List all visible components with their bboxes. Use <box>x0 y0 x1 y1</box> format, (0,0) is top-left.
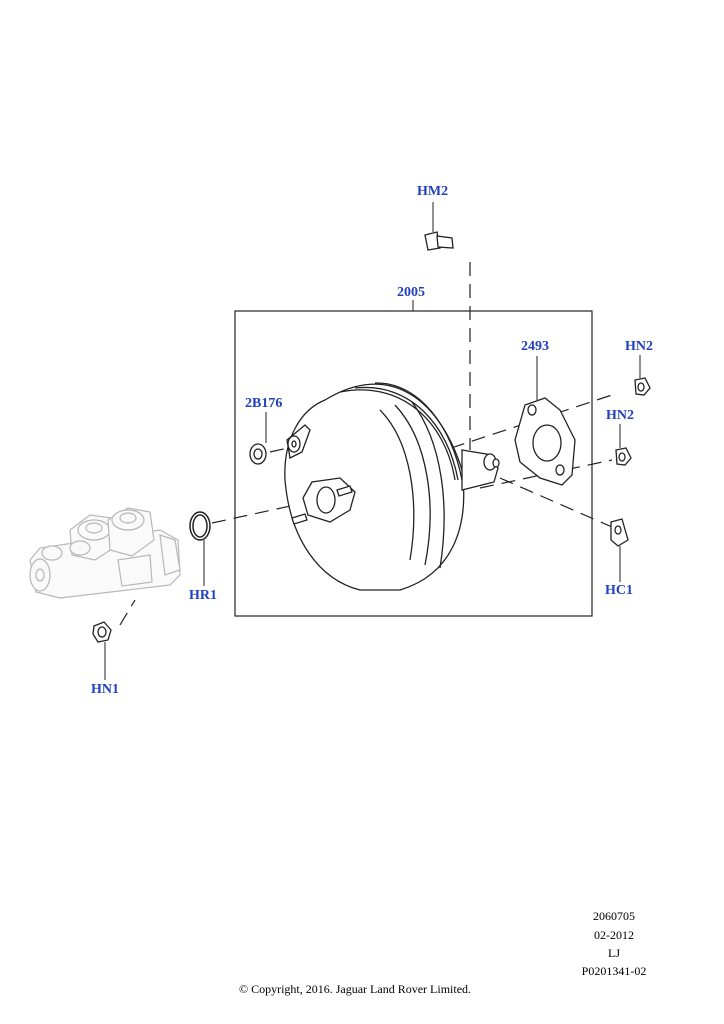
gasket <box>514 397 576 486</box>
nut-hn2-lower <box>615 447 632 466</box>
nut-hn1 <box>92 621 112 643</box>
diagram-number: 2060705 <box>593 909 635 923</box>
callout-assembly-2005[interactable]: 2005 <box>397 285 425 300</box>
diagram-date: 02-2012 <box>594 928 634 942</box>
callout-ring-hr1[interactable]: HR1 <box>189 588 217 603</box>
diagram-reference: P0201341-02 <box>581 964 647 978</box>
diagram-code: LJ <box>608 946 620 960</box>
callout-gasket-2493[interactable]: 2493 <box>521 339 549 354</box>
nut-hn2-top <box>634 377 651 396</box>
vacuum-seal <box>249 443 267 465</box>
callout-hm2[interactable]: HM2 <box>417 184 449 199</box>
master-cylinder-ghost <box>29 507 181 599</box>
copyright: © Copyright, 2016. Jaguar Land Rover Lim… <box>238 982 472 996</box>
callout-seal-2b176[interactable]: 2B176 <box>245 396 283 411</box>
clip-hc1 <box>610 518 629 547</box>
callout-hn2-lower[interactable]: HN2 <box>606 408 634 423</box>
callout-hn2-top[interactable]: HN2 <box>625 339 653 354</box>
retaining-ring <box>189 511 211 541</box>
bolt-hm2 <box>424 231 454 251</box>
callout-clip-hc1[interactable]: HC1 <box>605 583 633 598</box>
callout-nut-hn1[interactable]: HN1 <box>91 682 119 697</box>
brake-booster <box>284 382 500 591</box>
